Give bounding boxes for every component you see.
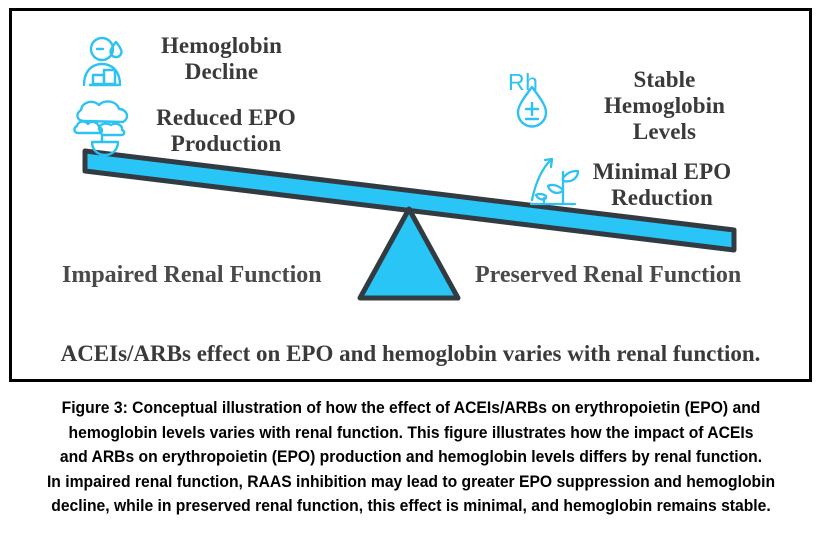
balance-beam (82, 148, 737, 253)
caption-line: and ARBs on erythropoietin (EPO) product… (59, 448, 763, 467)
balance-scale-graphic (82, 148, 737, 301)
label-preserved-renal-function: Preserved Renal Function (475, 262, 742, 288)
label-line-3: Levels (632, 118, 697, 144)
label-line-1: Minimal EPO (592, 159, 732, 184)
label-line-2: Production (170, 130, 282, 156)
panel-summary-text: ACEIs/ARBs effect on EPO and hemoglobin … (60, 341, 761, 366)
label-line-1: Reduced EPO (156, 105, 296, 130)
caption-line: decline, while in preserved renal functi… (51, 497, 771, 516)
label-line-2: Decline (184, 58, 259, 84)
illustration-panel: Rh Hemoglobin D (9, 8, 812, 382)
label-line-1: Hemoglobin (160, 33, 283, 58)
label-hemoglobin-decline: Hemoglobin Decline (134, 33, 309, 85)
label-impaired-renal-function: Impaired Renal Function (62, 262, 322, 288)
rh-label-text: Rh (508, 69, 539, 95)
label-stable-hemoglobin-levels: Stable Hemoglobin Levels (587, 67, 742, 144)
person-hemoglobin-drop-icon (78, 35, 134, 91)
figure-caption: Figure 3: Conceptual illustration of how… (28, 396, 794, 519)
plant-growth-arrow-icon (525, 156, 581, 210)
label-minimal-epo-reduction: Minimal EPO Reduction (577, 159, 747, 211)
label-reduced-epo-production: Reduced EPO Production (136, 105, 316, 157)
label-line-2: Hemoglobin (603, 92, 726, 118)
caption-line: hemoglobin levels varies with renal func… (68, 423, 754, 442)
label-line-2: Reduction (611, 184, 713, 210)
kidney-cloud-icon (72, 97, 134, 159)
caption-line: In impaired renal function, RAAS inhibit… (46, 472, 776, 491)
label-line-1: Stable (633, 67, 696, 92)
fulcrum-triangle (357, 206, 461, 301)
rh-blood-droplet-icon (508, 67, 556, 129)
caption-line: Figure 3: Conceptual illustration of how… (61, 399, 761, 417)
